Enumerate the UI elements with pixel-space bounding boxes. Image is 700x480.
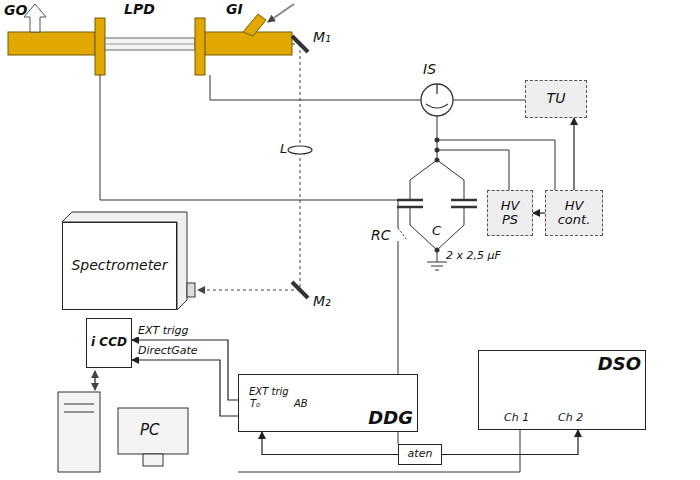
junction-dot bbox=[435, 248, 440, 253]
part-label: RC bbox=[371, 228, 391, 243]
signal-connector bbox=[132, 360, 238, 416]
device-name: i CCD bbox=[91, 336, 127, 349]
data-link-arrow bbox=[94, 371, 96, 390]
signal-wire bbox=[238, 430, 520, 472]
part-label: GO bbox=[4, 3, 27, 18]
part-label: AB bbox=[294, 398, 308, 409]
pc-tower bbox=[64, 412, 94, 413]
device-name: Spectrometer bbox=[71, 258, 167, 273]
part-label: LPD bbox=[124, 2, 155, 17]
capacitor-bank bbox=[397, 116, 555, 270]
part-label: T₀ bbox=[250, 398, 260, 409]
device-box: Spectrometer bbox=[62, 222, 177, 310]
device-name: TU bbox=[547, 91, 566, 106]
part-label: M₁ bbox=[313, 30, 331, 45]
part-label: EXT trig bbox=[249, 386, 289, 397]
discharge-tube bbox=[8, 14, 292, 75]
pc-tower bbox=[58, 392, 100, 472]
control-unit-box: HV PS bbox=[487, 190, 533, 236]
gas-inlet-arrow bbox=[268, 4, 294, 22]
device-name: DSO bbox=[598, 354, 641, 374]
spark-switch-electrode bbox=[436, 84, 437, 94]
junction-dot bbox=[435, 148, 440, 153]
part-label: PC bbox=[140, 422, 160, 439]
spark-switch-electrode bbox=[426, 104, 448, 108]
part-label: C bbox=[432, 224, 441, 238]
signal-name: DirectGate bbox=[137, 345, 199, 357]
junction-dot bbox=[435, 158, 440, 163]
signal-connector bbox=[573, 118, 574, 190]
device-box: aten bbox=[398, 444, 442, 465]
device-box: i CCD bbox=[86, 318, 132, 368]
signal-connector bbox=[533, 212, 545, 213]
signal-connector bbox=[442, 430, 578, 455]
optical-beam bbox=[198, 44, 300, 290]
lens bbox=[288, 146, 312, 154]
control-unit-box: HV cont. bbox=[545, 190, 603, 236]
device-name: aten bbox=[408, 448, 433, 460]
mirror-m1 bbox=[292, 36, 308, 52]
trigger-wire bbox=[453, 100, 525, 101]
electrode-wire bbox=[210, 75, 421, 100]
part-label: M₂ bbox=[313, 294, 331, 309]
device-name: HV cont. bbox=[550, 199, 598, 228]
signal-connector bbox=[132, 340, 238, 400]
rc-switch bbox=[398, 228, 407, 240]
part-label: 2 x 2,5 µF bbox=[446, 250, 501, 262]
part-label: GI bbox=[226, 2, 243, 17]
part-label: IS bbox=[423, 62, 436, 77]
spark-switch bbox=[421, 84, 453, 116]
control-unit-box: TU bbox=[525, 80, 587, 118]
spectrometer-body bbox=[62, 212, 187, 310]
signal-connector bbox=[262, 432, 398, 455]
part-label: L bbox=[280, 142, 287, 156]
junction-dot bbox=[435, 138, 440, 143]
pc-monitor-stand bbox=[143, 454, 163, 466]
pc-tower bbox=[64, 404, 94, 405]
electrode-wire bbox=[100, 75, 398, 228]
device-name: DDG bbox=[368, 408, 413, 428]
part-label: Ch 2 bbox=[558, 412, 583, 424]
device-name: HV PS bbox=[492, 199, 528, 228]
device-box: DDG bbox=[238, 374, 418, 432]
signal-name: EXT trigg bbox=[137, 325, 190, 337]
spectrometer-port bbox=[187, 283, 195, 297]
part-label: Ch 1 bbox=[504, 412, 529, 424]
mirror-m2 bbox=[292, 282, 308, 298]
pc-monitor bbox=[118, 408, 188, 454]
